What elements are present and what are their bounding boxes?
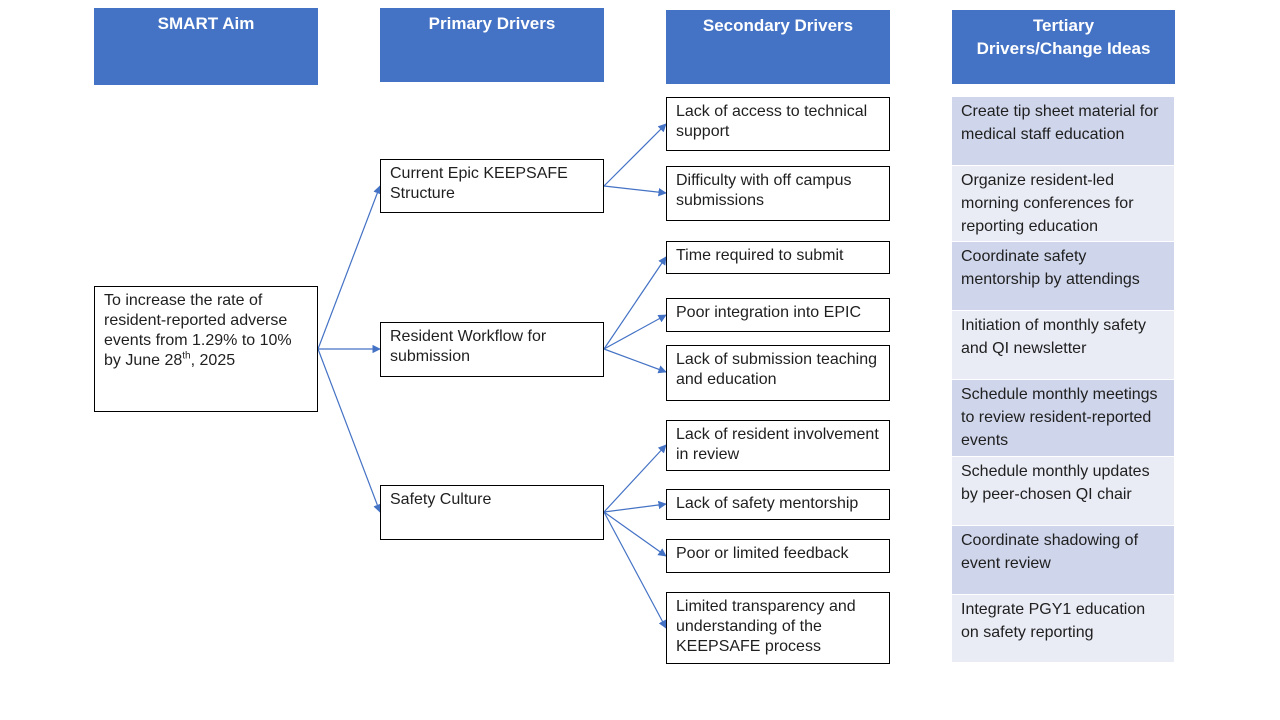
- change-idea-cell: Organize resident-led morning conference…: [952, 166, 1174, 241]
- arrow-primary2-to-secondary-5: [603, 348, 667, 374]
- header-tertiary-drivers: Tertiary Drivers/Change Ideas: [952, 10, 1175, 84]
- change-idea-cell: Initiation of monthly safety and QI news…: [952, 311, 1174, 379]
- arrow-primary1-to-secondary-1: [603, 123, 667, 187]
- arrow-primary3-to-secondary-9: [603, 511, 667, 629]
- arrow-primary2-to-secondary-3: [603, 256, 667, 350]
- secondary-driver-box: Lack of submission teaching and educatio…: [666, 345, 890, 401]
- change-idea-cell: Create tip sheet material for medical st…: [952, 97, 1174, 165]
- header-tertiary-line1: Tertiary: [1032, 16, 1095, 35]
- arrow-aim-to-primary-3: [317, 348, 382, 513]
- change-idea-cell: Schedule monthly meetings to review resi…: [952, 380, 1174, 456]
- arrow-primary1-to-secondary-2: [603, 185, 667, 197]
- secondary-driver-box: Difficulty with off campus submissions: [666, 166, 890, 221]
- secondary-driver-box: Lack of safety mentorship: [666, 489, 890, 520]
- arrow-primary2-to-secondary-4: [603, 314, 667, 350]
- secondary-driver-box: Time required to submit: [666, 241, 890, 274]
- smart-aim-superscript: th: [182, 350, 191, 362]
- secondary-driver-box: Poor or limited feedback: [666, 539, 890, 573]
- header-tertiary-line2: Drivers/Change Ideas: [976, 39, 1151, 58]
- primary-driver-box: Current Epic KEEPSAFE Structure: [380, 159, 604, 213]
- secondary-driver-box: Lack of resident involvement in review: [666, 420, 890, 471]
- header-primary-drivers: Primary Drivers: [380, 8, 604, 82]
- header-smart-aim: SMART Aim: [94, 8, 318, 85]
- secondary-driver-box: Lack of access to technical support: [666, 97, 890, 151]
- arrow-primary3-to-secondary-7: [603, 500, 667, 513]
- change-idea-cell: Schedule monthly updates by peer-chosen …: [952, 457, 1174, 525]
- change-idea-cell: Coordinate safety mentorship by attendin…: [952, 242, 1174, 310]
- secondary-driver-box: Limited transparency and understanding o…: [666, 592, 890, 664]
- arrow-aim-to-primary-1: [317, 185, 382, 350]
- smart-aim-box: To increase the rate of resident-reporte…: [94, 286, 318, 412]
- change-idea-cell: Integrate PGY1 education on safety repor…: [952, 595, 1174, 662]
- header-secondary-drivers: Secondary Drivers: [666, 10, 890, 84]
- smart-aim-text: To increase the rate of resident-reporte…: [104, 292, 292, 369]
- primary-driver-box: Resident Workflow for submission: [380, 322, 604, 377]
- change-idea-cell: Coordinate shadowing of event review: [952, 526, 1174, 594]
- arrow-primary3-to-secondary-6: [603, 444, 667, 513]
- arrow-primary3-to-secondary-8: [603, 511, 667, 557]
- secondary-driver-box: Poor integration into EPIC: [666, 298, 890, 332]
- smart-aim-text-end: , 2025: [190, 352, 236, 369]
- primary-driver-box: Safety Culture: [380, 485, 604, 540]
